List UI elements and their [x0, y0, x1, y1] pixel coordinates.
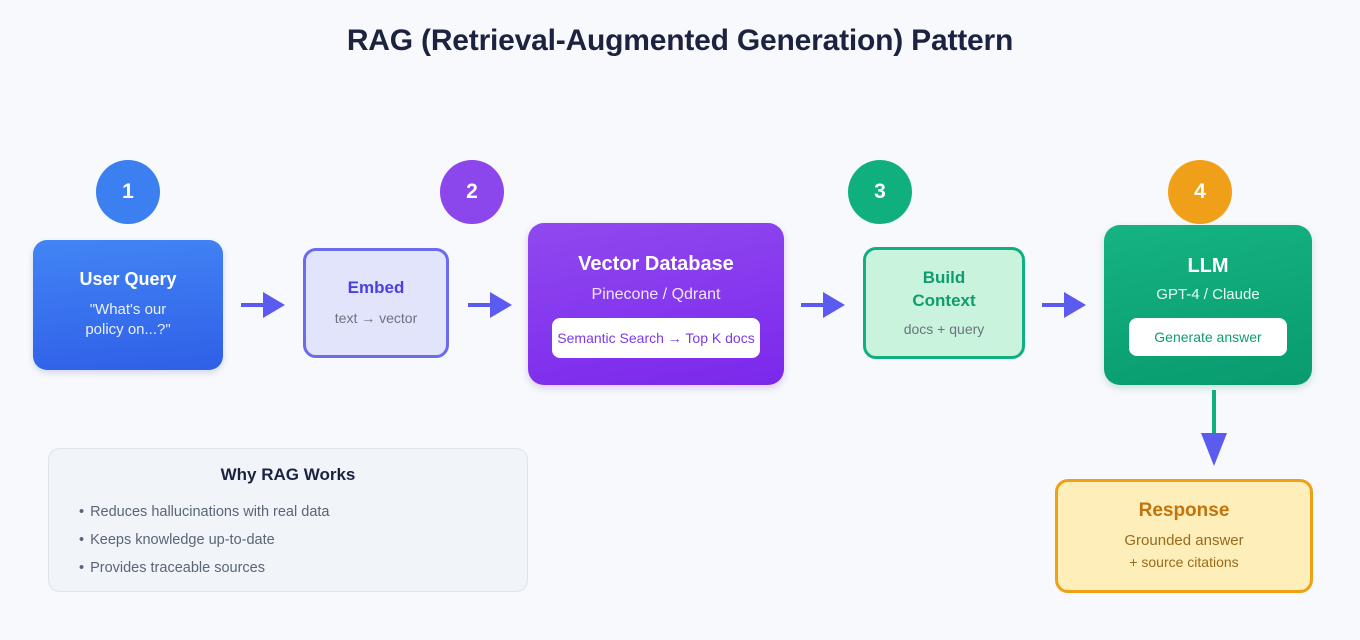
- node-response-subtitle-line1: Grounded answer: [1124, 532, 1244, 550]
- node-response-title: Response: [1138, 499, 1230, 521]
- bullet-icon: •: [79, 531, 85, 548]
- node-embed: Embed text → vector: [303, 248, 449, 358]
- bullet-icon: •: [79, 559, 85, 576]
- step-badge-1: 1: [96, 160, 160, 224]
- arrow-user-query-to-embed: [241, 292, 285, 318]
- arrow-vector-db-to-build-context: [801, 292, 845, 318]
- arrow-head-icon: [1064, 292, 1086, 318]
- node-build-context-title-line2: Context: [912, 291, 976, 311]
- arrow-head-icon: [1201, 433, 1227, 466]
- arrow-head-icon: [263, 292, 285, 318]
- node-user-query-subtitle-line1: "What's our: [89, 301, 167, 319]
- node-user-query-title: User Query: [79, 269, 177, 290]
- arrow-llm-to-response: [1201, 390, 1229, 466]
- node-response-subtitle-line2: + source citations: [1129, 554, 1239, 571]
- node-embed-title: Embed: [347, 278, 405, 298]
- node-build-context-title-line1: Build: [922, 268, 966, 288]
- generate-answer-pill: Generate answer: [1129, 317, 1287, 356]
- step-badge-2-label: 2: [466, 180, 478, 203]
- node-response: Response Grounded answer + source citati…: [1055, 479, 1313, 593]
- step-badge-3: 3: [848, 160, 912, 224]
- bullet-icon: •: [79, 504, 85, 520]
- list-item-label: Provides traceable sources: [90, 559, 265, 576]
- arrow-shaft: [241, 303, 263, 307]
- list-item: • Keeps knowledge up-to-date: [79, 527, 527, 555]
- node-build-context-title: Build Context: [912, 267, 975, 313]
- step-badge-4: 4: [1168, 160, 1232, 224]
- arrow-shaft: [801, 303, 823, 307]
- node-llm: LLM GPT-4 / Claude Generate answer: [1104, 225, 1312, 385]
- step-badge-1-label: 1: [122, 180, 134, 203]
- node-user-query: User Query "What's our policy on...?": [33, 240, 223, 370]
- arrow-shaft: [1042, 303, 1064, 307]
- page-title: RAG (Retrieval-Augmented Generation) Pat…: [346, 24, 1014, 57]
- step-badge-4-label: 4: [1194, 180, 1206, 203]
- semantic-search-pill: Semantic Search → Top K docs: [552, 317, 760, 358]
- node-build-context: Build Context docs + query: [863, 247, 1025, 359]
- why-rag-works-panel: Why RAG Works • Reduces hallucinations wi…: [48, 448, 528, 592]
- node-llm-title: LLM: [1187, 255, 1229, 278]
- node-embed-subtitle: text → vector: [334, 309, 418, 326]
- arrow-head-icon: [823, 292, 845, 318]
- node-vector-database-title: Vector Database: [578, 253, 734, 276]
- why-rag-works-title: Why RAG Works: [220, 465, 356, 484]
- arrow-embed-to-vector-db: [468, 292, 512, 318]
- node-build-context-subtitle: docs + query: [903, 320, 985, 337]
- list-item: • Reduces hallucinations with real data: [79, 499, 527, 527]
- arrow-shaft: [1212, 390, 1216, 435]
- step-badge-2: 2: [440, 160, 504, 224]
- node-user-query-subtitle-line2: policy on...?": [85, 321, 171, 339]
- arrow-build-context-to-llm: [1042, 292, 1086, 318]
- arrow-shaft: [468, 303, 490, 307]
- list-item: • Provides traceable sources: [79, 555, 527, 583]
- node-vector-database-subtitle: Pinecone / Qdrant: [591, 286, 721, 304]
- why-rag-works-list: • Reduces hallucinations with real data •…: [49, 499, 527, 582]
- list-item-label: Keeps knowledge up-to-date: [90, 531, 275, 548]
- node-user-query-subtitle: "What's our policy on...?": [85, 300, 170, 341]
- arrow-head-icon: [490, 292, 512, 318]
- list-item-label: Reduces hallucinations with real data: [90, 504, 330, 520]
- node-llm-subtitle: GPT-4 / Claude: [1156, 286, 1260, 304]
- step-badge-3-label: 3: [874, 180, 886, 203]
- node-vector-database: Vector Database Pinecone / Qdrant Semant…: [528, 223, 784, 385]
